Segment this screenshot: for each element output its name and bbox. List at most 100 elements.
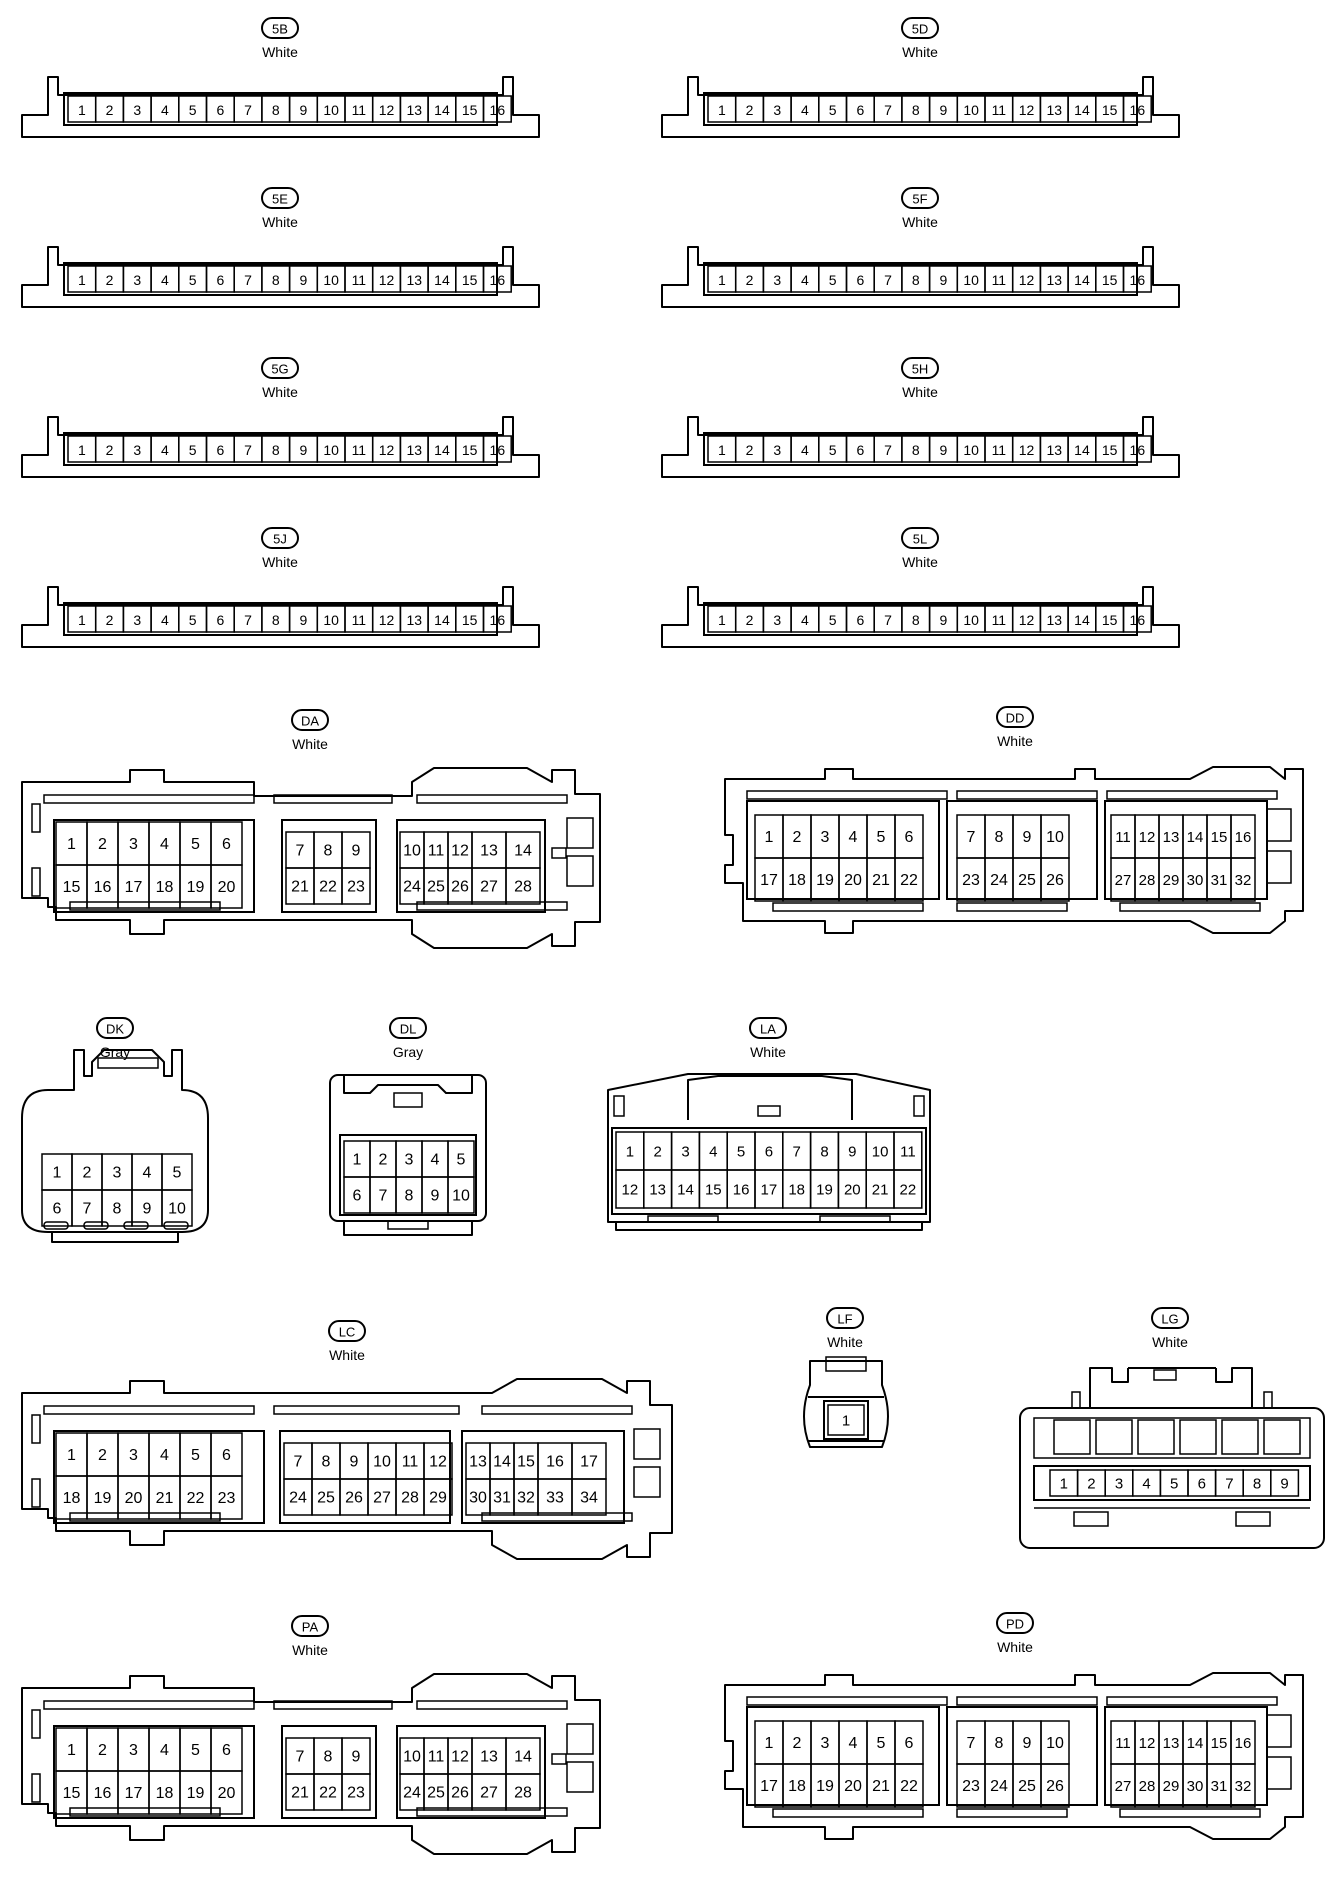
pin-number: 2 [1087,1476,1095,1493]
pin-block-frame [53,1725,255,1819]
pin-cell [210,1475,243,1520]
pin-number: 7 [793,1144,801,1161]
pin-number: 12 [622,1182,639,1199]
pin-number: 33 [546,1490,564,1507]
pin-row-frame [703,602,1138,636]
side-window [1266,850,1292,884]
pin-cell [1230,1763,1256,1808]
pin-number: 6 [856,102,864,118]
pin-number: 3 [133,442,141,458]
side-window [566,817,594,849]
pin-number: 16 [1130,442,1146,458]
pin-number: 4 [161,442,169,458]
pin-cell [1122,265,1152,293]
pin-number: 1 [718,102,726,118]
side-tab [913,1095,925,1117]
pin-number: 7 [244,272,252,288]
pin-number: 11 [1115,829,1131,846]
side-window [566,1723,594,1755]
pin-number: 9 [143,1201,152,1218]
pin-number: 9 [848,1144,856,1161]
pin-number: 14 [493,1454,511,1471]
pin-number: 7 [244,442,252,458]
pin-number: 11 [428,1749,445,1766]
pin-number: 3 [129,1742,138,1759]
connector-lf: 1 [803,1356,889,1448]
pin-number: 13 [1163,1735,1180,1752]
latch-bar [772,902,924,912]
pin-number: 10 [963,612,979,628]
pin-block-frame [461,1430,625,1524]
pin-number: 8 [405,1188,414,1205]
pin-number: 8 [324,1749,333,1766]
pin-block-frame [1033,1465,1311,1501]
pin-number: 11 [992,442,1007,458]
pin-number: 4 [709,1144,717,1161]
pin-number: 9 [352,843,361,860]
latch-bar [956,902,1068,912]
lock-tab [825,1356,867,1372]
pin-cell [1122,95,1152,123]
pin-number: 25 [427,1785,445,1802]
pin-number: 6 [216,102,224,118]
side-tab [31,1773,41,1803]
pin-number: 31 [1211,872,1228,889]
pin-number: 2 [746,272,754,288]
pin-number: 7 [884,612,892,628]
pin-number: 21 [291,1785,309,1802]
pin-number: 10 [373,1454,391,1471]
latch-bar [1119,1808,1261,1818]
housing-ribs [808,1396,884,1442]
upper-cavity [1095,1419,1133,1455]
lock-tab [757,1105,781,1117]
pin-number: 8 [912,612,920,628]
pin-number: 10 [1046,829,1064,846]
pin-number: 10 [403,1749,421,1766]
pin-number: 28 [1139,872,1156,889]
side-window [1266,808,1292,842]
pin-number: 20 [844,1182,861,1199]
pin-number: 12 [451,1749,469,1766]
pin-number: 12 [379,102,395,118]
pin-number: 25 [427,879,445,896]
pin-number: 26 [1046,1778,1064,1795]
pin-number: 1 [626,1144,634,1161]
upper-cavity [1263,1419,1301,1455]
pin-number: 23 [962,872,980,889]
connector-color: White [902,44,938,60]
pin-number: 25 [1018,872,1036,889]
pin-number: 22 [187,1490,205,1507]
pin-number: 16 [733,1182,750,1199]
pin-number: 5 [191,1447,200,1464]
pin-number: 11 [428,843,445,860]
side-tab [31,1414,41,1444]
latch-bar [43,1700,255,1710]
pin-number: 16 [1130,272,1146,288]
pin-number: 29 [1163,872,1180,889]
pin-number: 4 [161,102,169,118]
pin-number: 1 [78,272,86,288]
pin-number: 19 [816,1182,833,1199]
pin-number: 16 [490,442,506,458]
header-shell [21,76,540,138]
pin-number: 1 [78,102,86,118]
pin-number: 24 [403,879,421,896]
pin-number: 2 [106,442,114,458]
housing-shell [607,1073,931,1223]
connector-id-badge [291,1615,329,1637]
housing-shell [724,1672,1304,1840]
pin-number: 12 [1019,612,1035,628]
header-shell [21,416,540,478]
connector-color: White [262,44,298,60]
pin-number: 13 [1163,829,1180,846]
pin-number: 10 [403,843,421,860]
pin-number: 28 [401,1490,419,1507]
pin-number: 4 [801,442,809,458]
pin-cell [482,265,512,293]
